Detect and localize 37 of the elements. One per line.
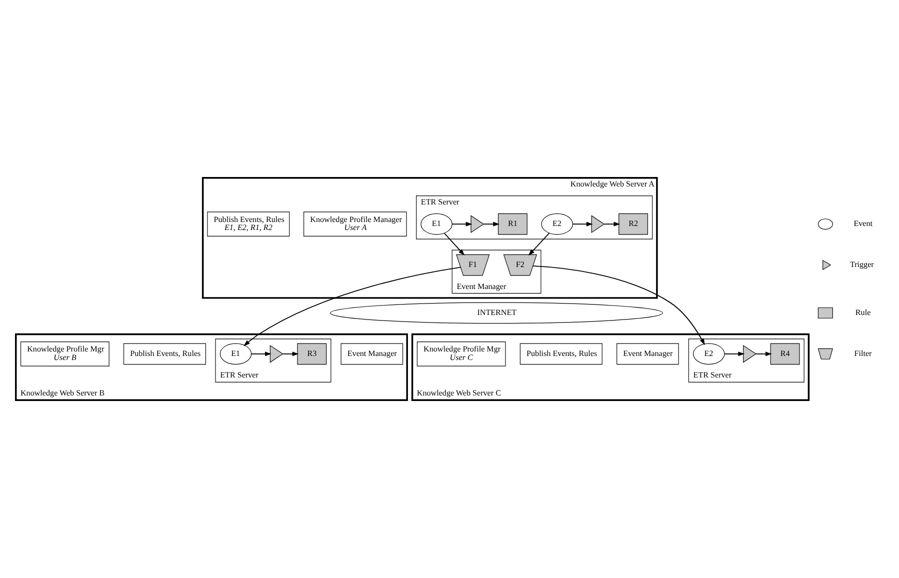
node-box: Event Manager xyxy=(340,343,404,365)
arrow xyxy=(604,222,620,226)
node-box: R3 xyxy=(297,343,327,365)
arrow xyxy=(483,222,500,226)
node-box: Knowledge Profile Mgr User C xyxy=(416,342,506,366)
arrow xyxy=(444,232,465,256)
node-triangle xyxy=(591,215,605,233)
arrow xyxy=(243,266,462,346)
node-box: R1 xyxy=(498,213,528,235)
node-ellipse: E2 xyxy=(541,213,573,235)
node-triangle xyxy=(470,215,484,233)
node-box: Publish Events, Rules xyxy=(520,343,602,365)
node-ellipse: E2 xyxy=(693,343,725,365)
node-ellipse: E1 xyxy=(220,343,252,365)
node-triangle xyxy=(743,345,756,363)
node-box: Publish Events, Rules E1, E2, R1, R2 xyxy=(207,212,290,236)
node-box: R2 xyxy=(618,213,648,235)
arrow xyxy=(756,352,772,356)
node-ellipse: E1 xyxy=(420,213,452,235)
node-box: Event Manager xyxy=(616,343,679,365)
legend-label: Event xyxy=(854,219,873,228)
arrow xyxy=(282,352,299,356)
node-box: Knowledge Profile Manager User A xyxy=(304,212,407,236)
arrow xyxy=(724,352,745,356)
legend-label: Filter xyxy=(854,349,872,358)
legend-label: Rule xyxy=(855,308,871,318)
arrow xyxy=(572,222,593,226)
node-triangle xyxy=(270,345,284,363)
legend-label: Trigger xyxy=(850,260,874,270)
arrow xyxy=(532,266,705,346)
node-box: R4 xyxy=(770,343,800,365)
node-box: Publish Events, Rules xyxy=(123,343,206,365)
node-box: Knowledge Profile Mgr User B xyxy=(20,342,110,366)
node-ellipse: INTERNET xyxy=(330,302,663,324)
arrow xyxy=(250,352,272,356)
arrow xyxy=(452,222,472,226)
arrow xyxy=(528,232,550,256)
